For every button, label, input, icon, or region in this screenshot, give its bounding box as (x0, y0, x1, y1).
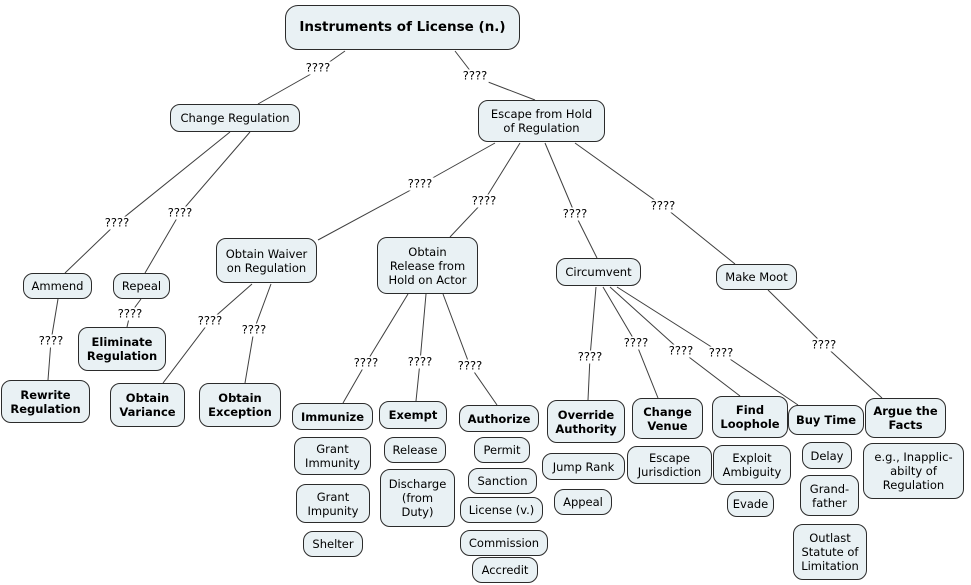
edge-label[interactable]: ???? (102, 215, 132, 230)
edge-label[interactable]: ???? (195, 313, 225, 328)
node-inapplicability-example[interactable]: e.g., Inapplic- abilty of Regulation (863, 443, 964, 499)
node-sanction[interactable]: Sanction (468, 468, 537, 494)
edge-label[interactable]: ???? (303, 60, 333, 75)
node-change-regulation[interactable]: Change Regulation (170, 104, 300, 132)
edge-line (257, 50, 346, 105)
node-find-loophole[interactable]: Find Loophole (712, 396, 788, 438)
edge-line (449, 142, 521, 238)
node-obtain-exception[interactable]: Obtain Exception (199, 383, 281, 427)
edge-line (162, 283, 253, 384)
edge-label[interactable]: ???? (239, 322, 269, 337)
edge-label[interactable]: ???? (575, 349, 605, 364)
node-immunize[interactable]: Immunize (292, 403, 373, 430)
edge-label[interactable]: ???? (165, 205, 195, 220)
node-commission[interactable]: Commission (460, 530, 548, 556)
node-override-authority[interactable]: Override Authority (547, 400, 625, 443)
edge-label[interactable]: ???? (405, 354, 435, 369)
node-grandfather[interactable]: Grand- father (800, 475, 859, 516)
node-authorize[interactable]: Authorize (459, 405, 539, 432)
edge-label[interactable]: ???? (115, 306, 145, 321)
node-obtain-waiver[interactable]: Obtain Waiver on Regulation (216, 238, 317, 283)
node-escape-from-hold[interactable]: Escape from Hold of Regulation (478, 100, 605, 142)
node-discharge-from-duty[interactable]: Discharge (from Duty) (380, 469, 455, 527)
edge-line (342, 293, 409, 404)
edge-label[interactable]: ???? (560, 206, 590, 221)
edge-line (544, 142, 598, 259)
node-make-moot[interactable]: Make Moot (716, 264, 797, 290)
edge-label[interactable]: ???? (405, 176, 435, 191)
node-delay[interactable]: Delay (802, 442, 852, 469)
node-release[interactable]: Release (384, 437, 446, 463)
edge-label[interactable]: ???? (455, 358, 485, 373)
node-eliminate-regulation[interactable]: Eliminate Regulation (78, 327, 166, 371)
edge-label[interactable]: ???? (809, 337, 839, 352)
node-repeal[interactable]: Repeal (113, 273, 170, 299)
edge-label[interactable]: ???? (460, 68, 490, 83)
node-obtain-variance[interactable]: Obtain Variance (110, 383, 185, 427)
node-accredit[interactable]: Accredit (472, 557, 538, 583)
edge-line (64, 131, 231, 274)
node-change-venue[interactable]: Change Venue (632, 398, 703, 439)
edge-line (587, 286, 597, 401)
edge-label[interactable]: ???? (469, 193, 499, 208)
node-evade[interactable]: Evade (727, 491, 774, 517)
edge-line (415, 293, 427, 402)
node-shelter[interactable]: Shelter (303, 531, 363, 557)
edge-line (317, 142, 496, 241)
node-obtain-release[interactable]: Obtain Release from Hold on Actor (377, 237, 478, 294)
edge-label[interactable]: ???? (666, 343, 696, 358)
node-grant-immunity[interactable]: Grant Immunity (294, 437, 371, 475)
edge-label[interactable]: ???? (706, 345, 736, 360)
node-rewrite-regulation[interactable]: Rewrite Regulation (1, 380, 90, 423)
edge-label[interactable]: ???? (351, 355, 381, 370)
node-jump-rank[interactable]: Jump Rank (542, 453, 625, 480)
node-permit[interactable]: Permit (474, 437, 530, 463)
edge-label[interactable]: ???? (621, 335, 651, 350)
node-buy-time[interactable]: Buy Time (788, 405, 864, 435)
node-escape-jurisdiction[interactable]: Escape Jurisdiction (627, 446, 712, 484)
node-exploit-ambiguity[interactable]: Exploit Ambiguity (713, 445, 791, 485)
node-grant-impunity[interactable]: Grant Impunity (296, 484, 370, 523)
node-license-v[interactable]: License (v.) (460, 497, 543, 523)
node-ammend[interactable]: Ammend (23, 273, 92, 299)
node-instruments-of-license[interactable]: Instruments of License (n.) (285, 5, 520, 50)
edge-line (442, 293, 498, 406)
edge-label[interactable]: ???? (648, 198, 678, 213)
node-outlast-statute[interactable]: Outlast Statute of Limitation (793, 524, 867, 580)
node-appeal[interactable]: Appeal (554, 489, 612, 515)
edge-label[interactable]: ???? (36, 333, 66, 348)
node-circumvent[interactable]: Circumvent (556, 258, 641, 286)
node-argue-the-facts[interactable]: Argue the Facts (865, 398, 946, 438)
node-exempt[interactable]: Exempt (379, 401, 447, 429)
